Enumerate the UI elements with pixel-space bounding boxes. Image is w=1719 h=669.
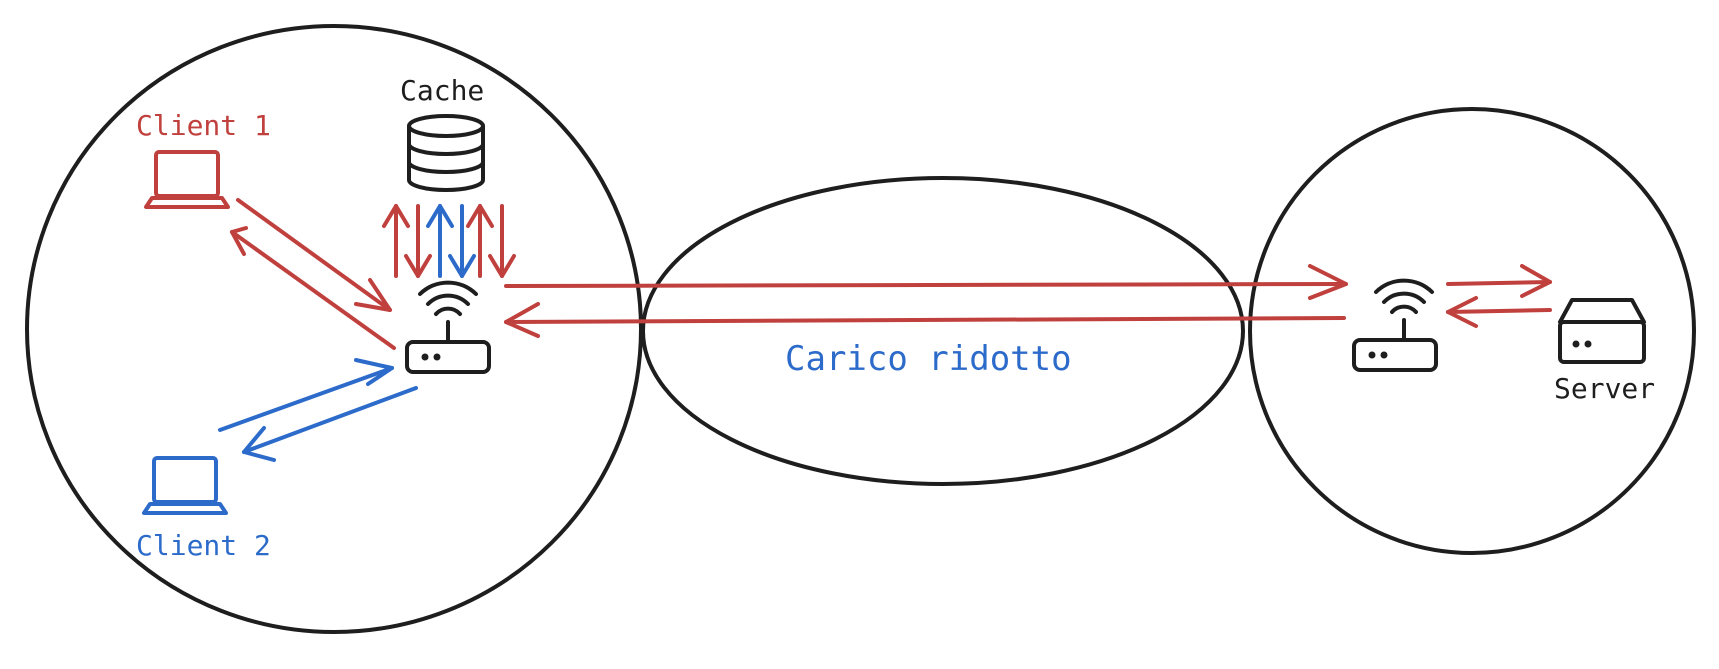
- server-label: Server: [1554, 372, 1655, 405]
- cache-red-down-arrow-2: [488, 204, 516, 278]
- cache-red-up-arrow-1: [382, 204, 410, 278]
- cache-blue-down-arrow: [448, 204, 476, 278]
- internet-ellipse: [641, 176, 1245, 486]
- client1-request-arrow: [236, 198, 392, 312]
- uplink-arrow: [504, 264, 1348, 300]
- client2-response-arrow: [242, 386, 418, 462]
- local-network-circle: [25, 24, 643, 634]
- downlink-arrow: [504, 302, 1346, 338]
- cache-label: Cache: [400, 74, 484, 107]
- reduced-load-label: Carico ridotto: [785, 339, 1072, 379]
- database-icon: [407, 114, 485, 192]
- cache-red-up-arrow-2: [466, 204, 494, 278]
- laptop-icon: [144, 150, 230, 209]
- client1-label: Client 1: [136, 109, 271, 142]
- router-icon: [1352, 278, 1438, 372]
- router-icon: [405, 280, 491, 374]
- client1-response-arrow: [230, 226, 396, 350]
- laptop-icon: [142, 456, 228, 515]
- client2-label: Client 2: [136, 529, 271, 562]
- server-request-arrow: [1446, 264, 1552, 298]
- remote-network-circle: [1248, 107, 1696, 555]
- server-icon: [1558, 298, 1646, 364]
- cache-blue-up-arrow: [426, 204, 454, 278]
- client2-request-arrow: [218, 358, 394, 432]
- server-response-arrow: [1446, 296, 1552, 328]
- cache-red-down-arrow-1: [404, 204, 432, 278]
